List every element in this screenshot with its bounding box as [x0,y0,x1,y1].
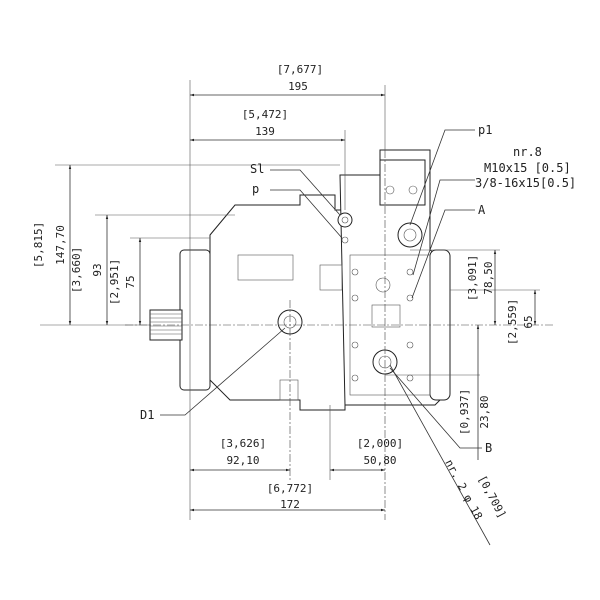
dim-75-inch: [2,951] [108,259,121,305]
dim-height-mm: 147,70 [54,225,67,265]
dim-172-inch: [6,772] [267,482,313,495]
dim-50-mm: 50,80 [363,454,396,467]
dim-overall-width-inch: [7,677] [277,63,323,76]
dim-50-inch: [2,000] [357,437,403,450]
dim-172-mm: 172 [280,498,300,511]
dim-width-139-mm: 139 [255,125,275,138]
dim-65-mm: 65 [522,315,535,328]
label-thread-metric: M10x15 [0.5] [484,161,571,175]
dim-23-inch: [0,937] [458,389,471,435]
dim-65-inch: [2,559] [506,299,519,345]
dim-75-mm: 75 [124,275,137,288]
dim-93-mm: 93 [91,263,104,276]
label-sl: Sl [250,162,264,176]
label-p: p [252,182,259,196]
label-p1: p1 [478,123,492,137]
label-port-a: A [478,203,486,217]
pump-body [149,149,451,411]
dim-92-mm: 92,10 [226,454,259,467]
label-nr8: nr.8 [513,145,542,159]
dim-23-mm: 23,80 [478,395,491,428]
dim-78-inch: [3,091] [466,255,479,301]
label-d1: D1 [140,408,154,422]
dim-78-mm: 78,50 [482,261,495,294]
dim-height-inch: [5,815] [32,222,45,268]
port-b-note: nr. 2 φ 18 [442,457,485,522]
dim-93-inch: [3,660] [70,247,83,293]
dim-92-inch: [3,626] [220,437,266,450]
dim-width-139-inch: [5,472] [242,108,288,121]
label-port-b: B [485,441,492,455]
dim-overall-width-mm: 195 [288,80,308,93]
label-thread-imperial: 3/8-16x15[0.5] [475,176,576,190]
